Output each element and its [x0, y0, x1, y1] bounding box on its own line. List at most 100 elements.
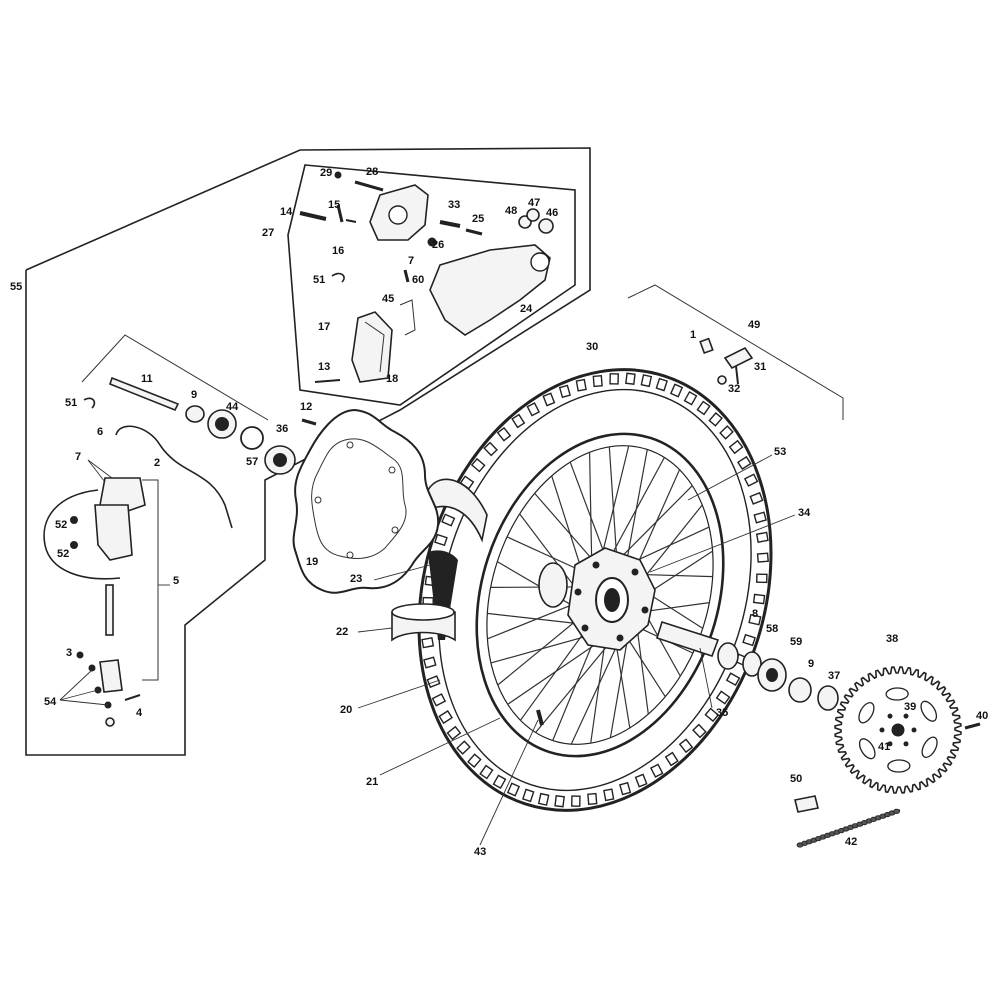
master-link-50 — [794, 795, 819, 813]
tire-knob — [737, 455, 752, 470]
callout-52b: 52 — [57, 548, 69, 560]
callout-19: 19 — [306, 556, 318, 568]
tire-knob — [696, 400, 711, 416]
tire-knob — [526, 402, 541, 417]
tire-knob — [441, 513, 456, 527]
bolt-33 — [439, 220, 461, 228]
tire-knob — [756, 573, 768, 584]
callout-59: 59 — [790, 636, 802, 648]
sprocket-bolt-hole — [911, 727, 917, 733]
callout-52a: 52 — [55, 519, 67, 531]
callout-7b: 7 — [408, 255, 414, 267]
screw-52a — [70, 516, 78, 524]
tire-knob — [749, 491, 764, 505]
sprocket-bolt-hole — [887, 713, 893, 719]
disc-bolt-hole — [346, 551, 354, 559]
tire-knob — [483, 441, 498, 457]
spring-60 — [403, 269, 410, 283]
tire-knob — [522, 788, 535, 803]
chain-adjuster — [699, 337, 754, 385]
leader — [87, 459, 106, 483]
sprocket-bolt-hole — [903, 741, 909, 747]
tire-knob — [655, 377, 668, 392]
tire-knob — [609, 373, 619, 385]
tire-knob — [640, 374, 653, 388]
left-axle-parts — [109, 376, 317, 475]
brake-pad-17 — [351, 311, 393, 383]
spacer-9-left — [185, 405, 205, 423]
callout-7a: 7 — [75, 451, 81, 463]
callout-labels: 1234567789911121314151617181920212223242… — [10, 166, 988, 858]
callout-38: 38 — [886, 633, 898, 645]
callout-9a: 9 — [191, 389, 197, 401]
cap-46 — [538, 218, 554, 234]
callout-53: 53 — [774, 446, 786, 458]
tire-knob — [467, 753, 482, 769]
hub-bolt — [581, 624, 589, 632]
callout-43: 43 — [474, 846, 486, 858]
group-5-bracket — [142, 479, 159, 681]
pin-4 — [124, 694, 141, 701]
callout-48: 48 — [505, 205, 517, 217]
brake-disc — [292, 408, 440, 594]
caliper-bracket — [429, 244, 551, 336]
sprocket-cutout — [858, 702, 875, 724]
callout-21: 21 — [366, 776, 378, 788]
hub-bolt — [616, 634, 624, 642]
nut-54 — [88, 664, 96, 672]
circlip-57 — [240, 426, 264, 450]
callout-6: 6 — [97, 426, 103, 438]
seal-44-inner — [215, 417, 229, 431]
leader — [479, 719, 539, 846]
sprocket-bolt-hole — [903, 713, 909, 719]
tire-knobs — [421, 372, 769, 808]
callout-51a: 51 — [65, 397, 77, 409]
spacer-9-right — [788, 677, 812, 703]
hub-bolt — [631, 568, 639, 576]
tire-knob — [755, 531, 769, 543]
adjuster-bolt — [735, 365, 739, 385]
caliper-assembly — [299, 171, 554, 383]
hub-bore-inner — [604, 588, 620, 612]
tire-knob — [542, 392, 556, 407]
bracket-hole — [530, 252, 550, 272]
group-11-outline — [81, 334, 269, 421]
tire-knob — [575, 378, 587, 392]
tire-knob — [423, 656, 437, 669]
callout-49: 49 — [748, 319, 760, 331]
caliper-piston — [388, 205, 408, 225]
washer-47 — [526, 208, 540, 222]
pin-28 — [354, 180, 384, 192]
callout-26: 26 — [432, 239, 444, 251]
sprocket-cutout — [920, 700, 938, 722]
group-outlines — [25, 147, 844, 756]
tire-knob — [511, 413, 526, 429]
callout-17: 17 — [318, 321, 330, 333]
disc-bolt-hole — [391, 526, 399, 534]
reservoir — [99, 477, 146, 513]
tire-knob — [728, 439, 744, 455]
tire-knob — [742, 633, 756, 647]
hub-bolt — [641, 606, 649, 614]
callout-2: 2 — [154, 457, 160, 469]
tire-knob — [649, 763, 664, 778]
callout-42: 42 — [845, 836, 857, 848]
nut-29 — [334, 171, 342, 179]
callout-39: 39 — [904, 701, 916, 713]
tire-knob — [683, 391, 698, 406]
callout-18: 18 — [386, 373, 398, 385]
tire-knob — [719, 425, 734, 440]
push-rod — [105, 584, 114, 636]
callout-44: 44 — [226, 401, 239, 413]
chain-link — [893, 808, 900, 815]
disc-inner — [311, 438, 407, 559]
tire-knob — [678, 738, 694, 754]
leader — [687, 454, 773, 501]
callout-58: 58 — [766, 623, 778, 635]
tire-knob — [438, 710, 453, 725]
disc-bolt-hole — [346, 441, 354, 449]
brake-hose — [115, 425, 233, 529]
callout-28: 28 — [366, 166, 378, 178]
sprocket-hub — [891, 723, 905, 737]
leader-lines — [59, 454, 796, 846]
